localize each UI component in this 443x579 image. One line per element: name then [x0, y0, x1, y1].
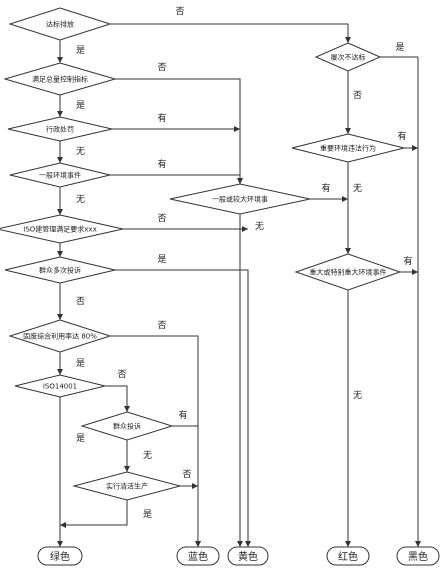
decision-r2-label: 重要环境违法行为 [320, 144, 376, 153]
decision-r1-shape [314, 42, 382, 72]
decision-d4-shape [9, 162, 111, 188]
edge-d3-has: 有 [157, 112, 166, 124]
decision-d2-shape [3, 62, 117, 96]
result-red-label: 红色 [338, 550, 358, 563]
decision-d6-label: 群众多次投诉 [39, 266, 81, 275]
decision-m1-shape [169, 183, 311, 215]
edge-d9-none: 无 [143, 450, 152, 461]
decision-r3-shape [294, 253, 402, 291]
result-blue-box [176, 546, 220, 566]
decision-d4-label: 一般环境事件 [39, 171, 81, 180]
decision-d2-label: 满足总量控制指标 [32, 75, 88, 84]
connector-lines [57, 23, 421, 547]
result-yellow-label: 黄色 [238, 550, 258, 563]
edge-d6-no: 否 [76, 296, 85, 307]
result-yellow-box [227, 546, 269, 566]
edge-d2-no: 否 [157, 62, 166, 73]
edge-d10-yes: 是 [143, 509, 152, 520]
edge-d8-no: 否 [117, 369, 126, 380]
decision-d5-label: ISO建管理满足要求xxx [23, 225, 96, 234]
result-green-box [37, 546, 83, 566]
decision-d10-label: 实行清洁生产 [106, 482, 148, 491]
decision-d8-shape [14, 374, 106, 398]
decision-d9-shape [80, 411, 174, 441]
result-green-label: 绿色 [50, 550, 70, 563]
decision-d5-shape [0, 214, 124, 244]
decision-d7-label: 固废综合利用率达 80% [23, 332, 97, 341]
edge-d7-yes: 是 [76, 358, 85, 369]
edge-d4-has: 有 [157, 158, 166, 170]
edge-d4-none: 无 [76, 194, 85, 205]
result-black-label: 黑色 [408, 550, 428, 563]
result-black-box [396, 546, 440, 566]
edge-d7-no: 否 [157, 320, 166, 331]
edge-r3-none: 无 [353, 390, 362, 401]
edge-d2-yes: 是 [76, 100, 85, 111]
edge-d3-none: 无 [76, 146, 85, 157]
decision-d3-label: 行政处罚 [46, 125, 74, 134]
edge-r2-has: 有 [397, 130, 406, 142]
decision-d1-label: 达标排放 [46, 20, 74, 29]
decision-d3-shape [7, 116, 113, 142]
edge-d6-yes: 是 [157, 254, 166, 265]
decision-d6-shape [4, 256, 116, 284]
decision-d9-label: 群众投诉 [113, 422, 141, 431]
edge-d1-yes: 是 [76, 45, 85, 56]
edge-d5-no: 否 [157, 213, 166, 224]
decision-d7-shape [8, 319, 112, 353]
edge-r1-yes: 是 [395, 42, 404, 53]
edge-r3-has: 有 [403, 255, 412, 267]
result-blue-label: 蓝色 [188, 550, 208, 563]
decision-d1-shape [8, 7, 112, 41]
decision-r2-shape [291, 133, 405, 163]
edge-m1-none: 无 [255, 221, 264, 232]
decision-d10-shape [72, 471, 182, 501]
edge-m1-has: 有 [321, 182, 330, 194]
edge-d10-no: 否 [182, 469, 191, 480]
edge-d8-yes: 是 [76, 433, 85, 444]
decision-m1-label: 一般或较大环境事 [212, 195, 268, 204]
edge-d9-has: 有 [178, 409, 187, 421]
edge-d1-no: 否 [175, 6, 184, 17]
edge-r1-no: 否 [353, 90, 362, 101]
decision-r1-label: 屡次不达标 [331, 53, 366, 62]
decision-d8-label: ISO14001 [43, 383, 77, 391]
edge-r2-none: 无 [353, 183, 362, 194]
result-red-box [326, 546, 370, 566]
decision-r3-label: 重大或特别重大环境事件 [310, 268, 387, 277]
